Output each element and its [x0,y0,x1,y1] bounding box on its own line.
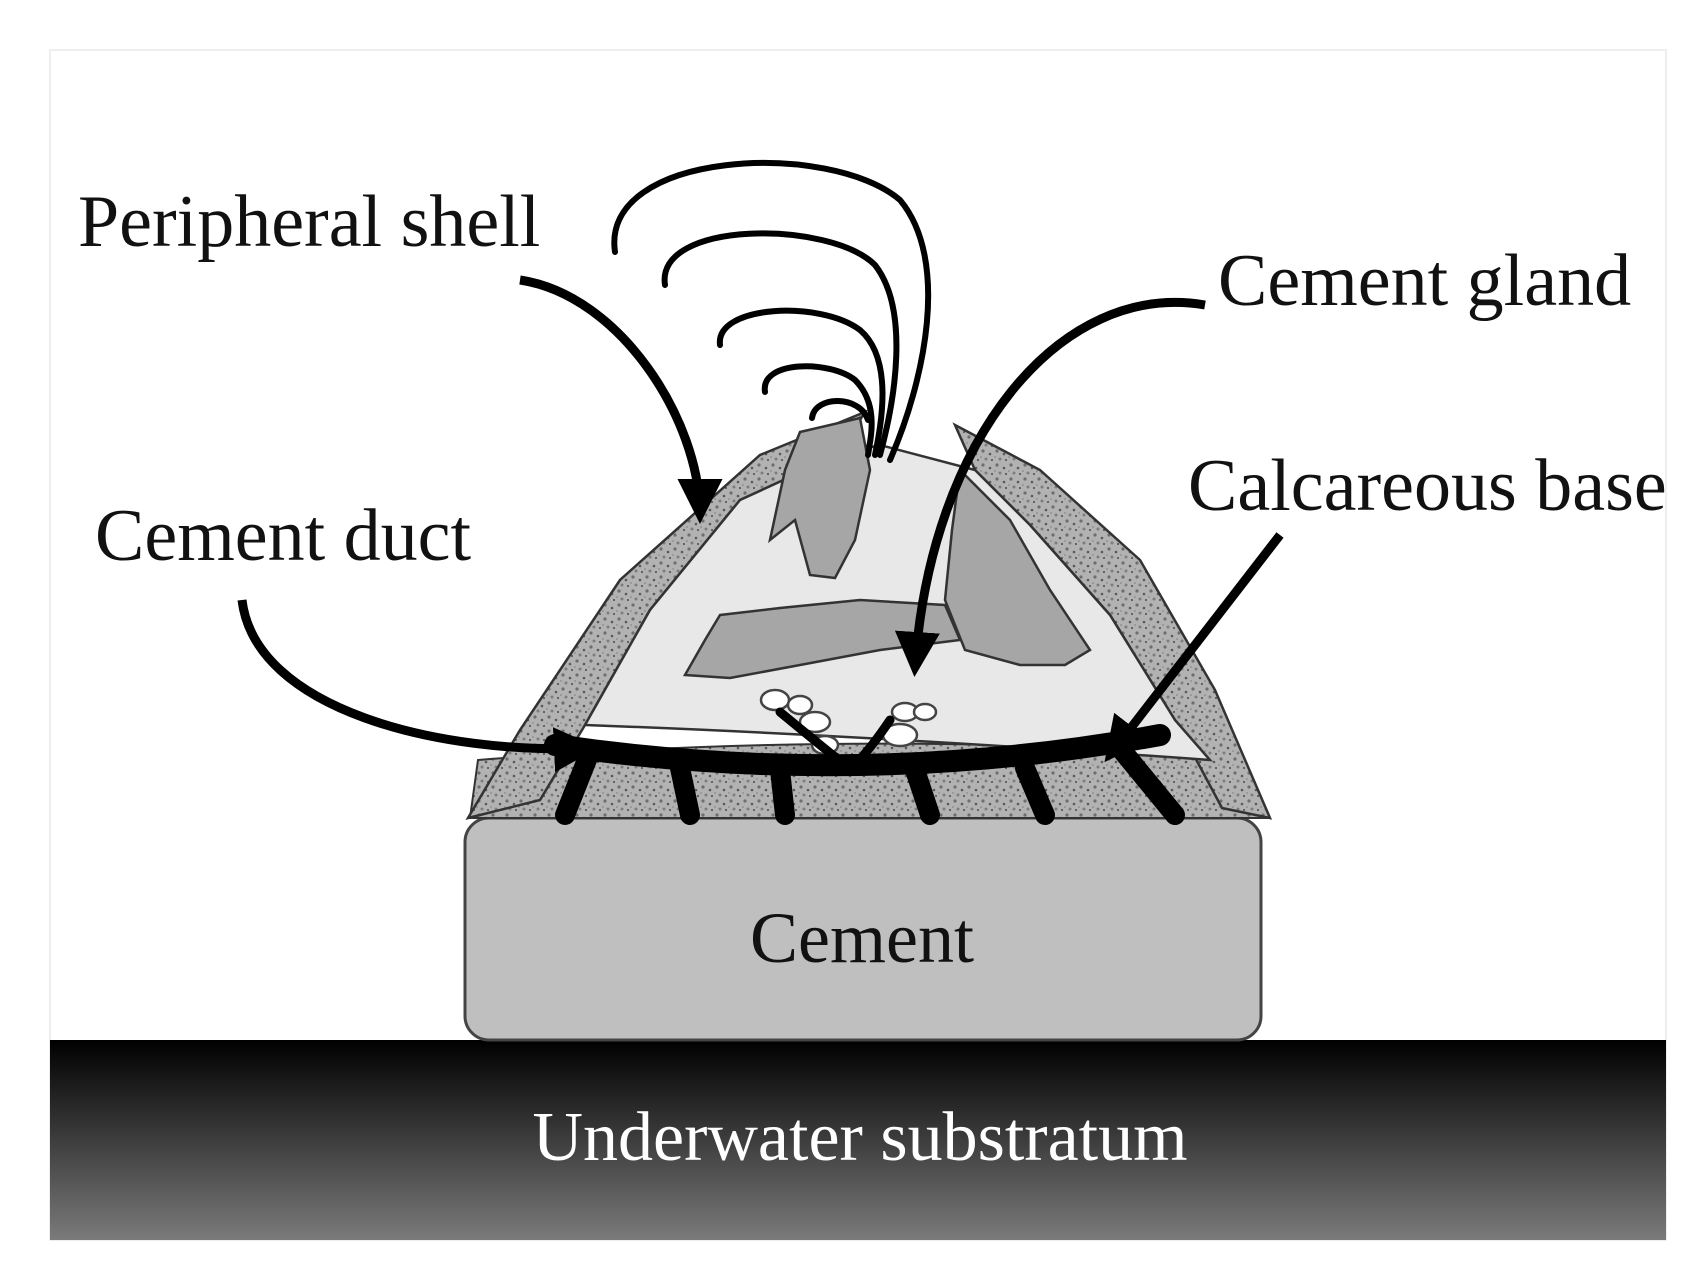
cement-duct-label: Cement duct [95,495,472,577]
peripheral-shell-arrow [519,275,723,524]
label-arrows [237,275,1284,773]
cirri [611,160,932,463]
substratum-label: Underwater substratum [532,1099,1187,1176]
peripheral-shell-label: Peripheral shell [78,181,540,263]
cement-duct-arrow [237,599,599,773]
calcareous-base-label: Calcareous base [1188,445,1667,527]
inner-tissue-left [768,416,872,580]
cement-gland-arrow [894,297,1206,677]
underwater-substratum [50,1040,1666,1240]
cement-label: Cement [750,898,974,978]
cement-gland-cluster [759,688,938,756]
calcareous-base-arrow [1104,532,1284,763]
cement-gland-label: Cement gland [1218,240,1631,322]
inner-tissue-right [943,467,1092,667]
inner-tissue-middle [682,598,962,680]
